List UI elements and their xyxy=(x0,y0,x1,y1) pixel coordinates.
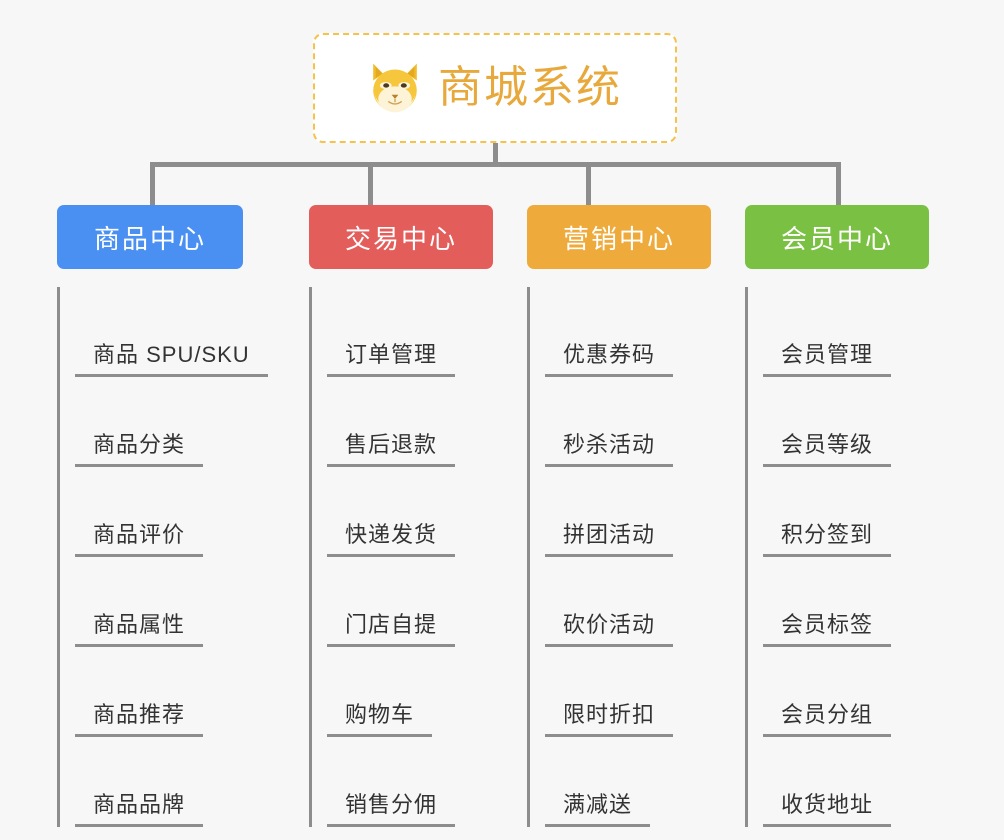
list-item[interactable]: 砍价活动 xyxy=(545,557,674,647)
branch-header-label: 交易中心 xyxy=(344,223,457,254)
branch-header-label: 营销中心 xyxy=(562,223,675,254)
list-item[interactable]: 商品品牌 xyxy=(75,737,268,827)
list-item[interactable]: 会员分组 xyxy=(763,647,892,737)
leaf-label: 积分签到 xyxy=(763,522,892,557)
branch-header-trade-center[interactable]: 交易中心 xyxy=(309,205,493,269)
leaf-label: 满减送 xyxy=(545,792,651,827)
branch-header-marketing-center[interactable]: 营销中心 xyxy=(527,205,711,269)
list-item[interactable]: 快递发货 xyxy=(327,467,456,557)
leaf-label: 商品评价 xyxy=(75,522,204,557)
connector-drop-branch-4 xyxy=(836,162,841,205)
leaf-label: 商品品牌 xyxy=(75,792,204,827)
branch-column-trade-center: 交易中心 订单管理 售后退款 快递发货 门店自提 购物车 销售分佣 xyxy=(309,205,493,827)
leaf-label: 秒杀活动 xyxy=(545,432,674,467)
branch-column-product-center: 商品中心 商品 SPU/SKU 商品分类 商品评价 商品属性 商品推荐 商品品牌 xyxy=(57,205,275,827)
leaf-label: 门店自提 xyxy=(327,612,456,647)
leaf-label: 售后退款 xyxy=(327,432,456,467)
leaf-label: 商品推荐 xyxy=(75,702,204,737)
list-item[interactable]: 商品评价 xyxy=(75,467,268,557)
leaf-list: 优惠券码 秒杀活动 拼团活动 砍价活动 限时折扣 满减送 xyxy=(527,287,674,827)
list-item[interactable]: 商品推荐 xyxy=(75,647,268,737)
leaf-label: 优惠券码 xyxy=(545,342,674,377)
branch-header-product-center[interactable]: 商品中心 xyxy=(57,205,243,269)
list-item[interactable]: 商品分类 xyxy=(75,377,268,467)
branch-column-member-center: 会员中心 会员管理 会员等级 积分签到 会员标签 会员分组 收货地址 xyxy=(745,205,929,827)
leaf-label: 快递发货 xyxy=(327,522,456,557)
list-item[interactable]: 秒杀活动 xyxy=(545,377,674,467)
list-item[interactable]: 商品属性 xyxy=(75,557,268,647)
leaf-label: 会员标签 xyxy=(763,612,892,647)
branch-header-label: 商品中心 xyxy=(93,223,206,254)
list-item[interactable]: 门店自提 xyxy=(327,557,456,647)
list-item[interactable]: 收货地址 xyxy=(763,737,892,827)
list-item[interactable]: 优惠券码 xyxy=(545,287,674,377)
leaf-list: 订单管理 售后退款 快递发货 门店自提 购物车 销售分佣 xyxy=(309,287,456,827)
list-item[interactable]: 满减送 xyxy=(545,737,673,827)
list-item[interactable]: 商品 SPU/SKU xyxy=(75,287,268,377)
list-item[interactable]: 会员标签 xyxy=(763,557,892,647)
list-item[interactable]: 限时折扣 xyxy=(545,647,674,737)
leaf-label: 会员分组 xyxy=(763,702,892,737)
list-item[interactable]: 销售分佣 xyxy=(327,737,456,827)
leaf-label: 订单管理 xyxy=(327,342,456,377)
leaf-label: 商品属性 xyxy=(75,612,204,647)
connector-root-stem xyxy=(493,143,498,165)
branch-columns: 商品中心 商品 SPU/SKU 商品分类 商品评价 商品属性 商品推荐 商品品牌… xyxy=(0,205,1004,840)
list-item[interactable]: 会员等级 xyxy=(763,377,892,467)
list-item[interactable]: 积分签到 xyxy=(763,467,892,557)
connector-horizontal-bus xyxy=(150,162,839,167)
leaf-label: 拼团活动 xyxy=(545,522,674,557)
leaf-label: 限时折扣 xyxy=(545,702,674,737)
connector-drop-branch-2 xyxy=(368,162,373,205)
list-item[interactable]: 订单管理 xyxy=(327,287,456,377)
leaf-list: 会员管理 会员等级 积分签到 会员标签 会员分组 收货地址 xyxy=(745,287,892,827)
leaf-label: 砍价活动 xyxy=(545,612,674,647)
list-item[interactable]: 拼团活动 xyxy=(545,467,674,557)
leaf-label: 会员管理 xyxy=(763,342,892,377)
root-title: 商城系统 xyxy=(438,63,622,112)
branch-header-label: 会员中心 xyxy=(780,223,893,254)
connector-drop-branch-1 xyxy=(150,162,155,205)
leaf-label: 商品分类 xyxy=(75,432,204,467)
list-item[interactable]: 购物车 xyxy=(327,647,455,737)
leaf-label: 会员等级 xyxy=(763,432,892,467)
branch-column-marketing-center: 营销中心 优惠券码 秒杀活动 拼团活动 砍价活动 限时折扣 满减送 xyxy=(527,205,711,827)
connector-drop-branch-3 xyxy=(586,162,591,205)
leaf-label: 收货地址 xyxy=(763,792,892,827)
leaf-list: 商品 SPU/SKU 商品分类 商品评价 商品属性 商品推荐 商品品牌 xyxy=(57,287,268,827)
leaf-label: 销售分佣 xyxy=(327,792,456,827)
shiba-dog-icon xyxy=(373,63,417,113)
leaf-label: 购物车 xyxy=(327,702,433,737)
list-item[interactable]: 会员管理 xyxy=(763,287,892,377)
branch-header-member-center[interactable]: 会员中心 xyxy=(745,205,929,269)
root-node[interactable]: 商城系统 xyxy=(313,33,677,143)
leaf-label: 商品 SPU/SKU xyxy=(75,342,268,377)
list-item[interactable]: 售后退款 xyxy=(327,377,456,467)
